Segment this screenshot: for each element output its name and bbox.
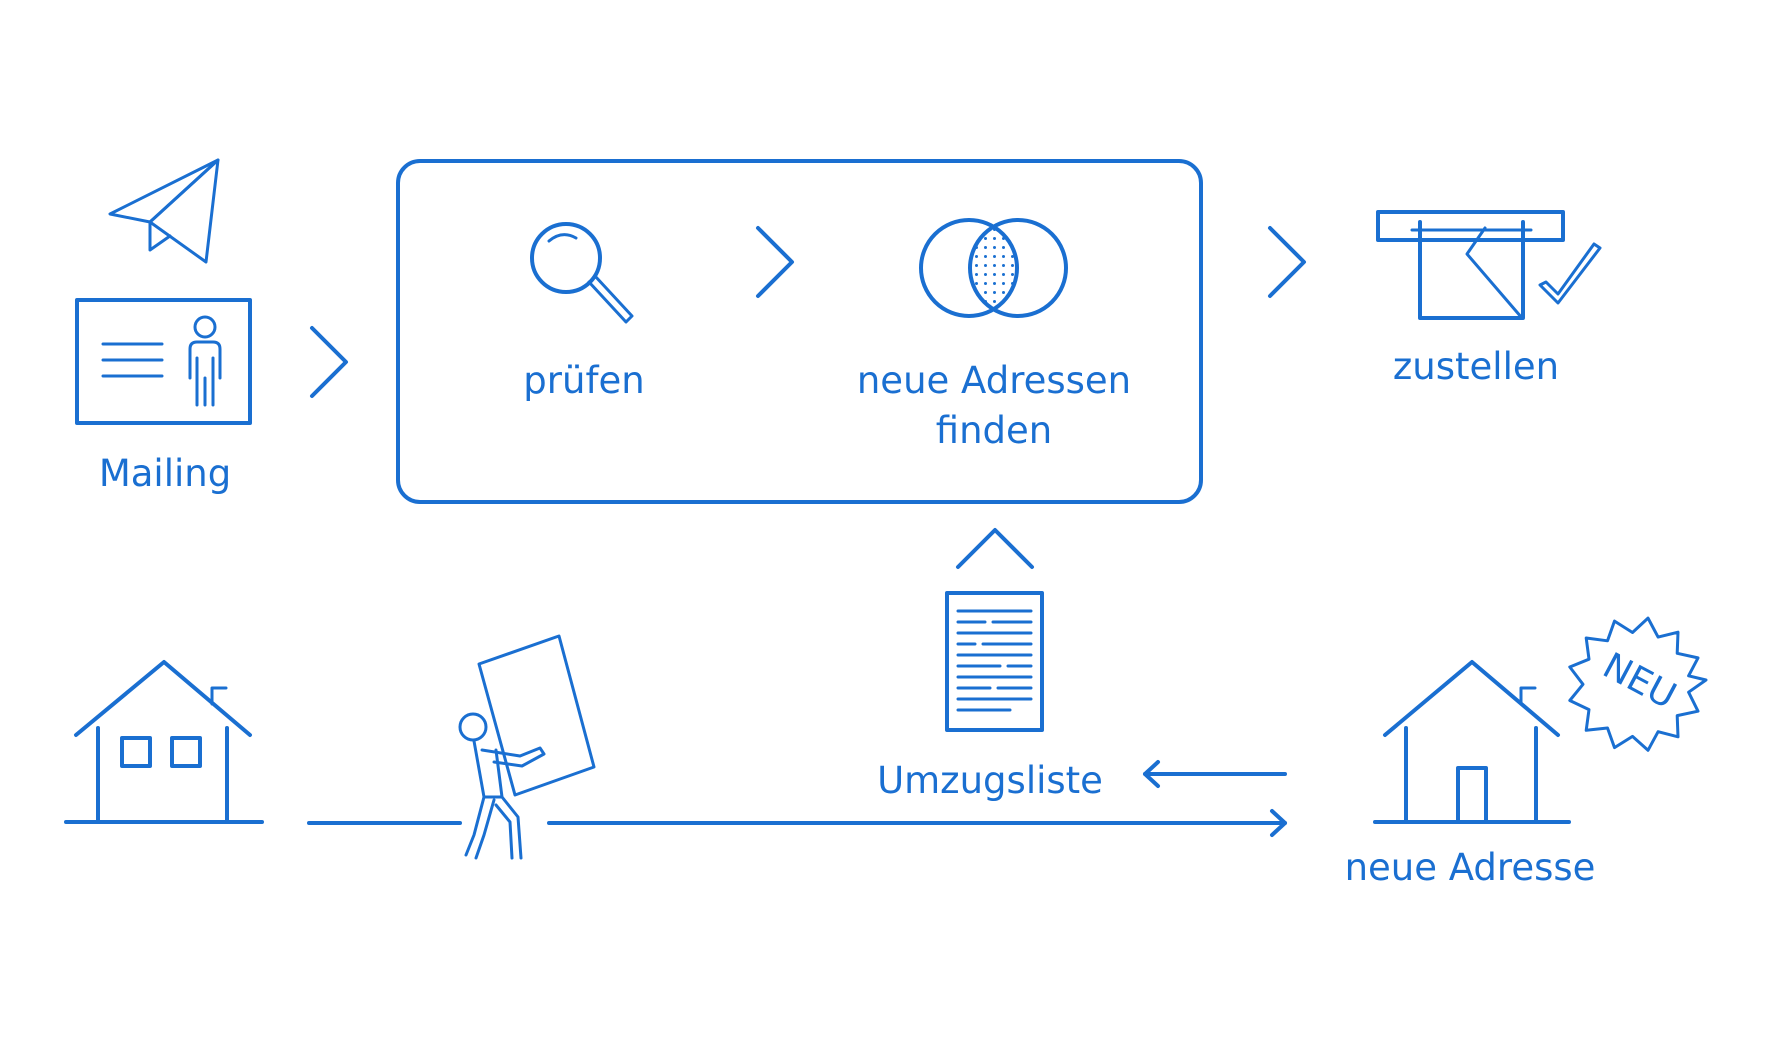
neue-adresse-label: neue Adresse xyxy=(1345,846,1596,889)
pruefen-label: prüfen xyxy=(523,359,644,402)
paper-plane-icon xyxy=(108,158,220,264)
chevron-right-icon xyxy=(756,226,794,298)
chevron-right-icon xyxy=(1268,226,1306,298)
neue-adressen-label-line1: neue Adressen xyxy=(857,359,1131,402)
mailbox-slot-icon xyxy=(1376,210,1565,320)
house-icon xyxy=(64,660,264,824)
new-badge-icon: NEU xyxy=(1568,616,1708,752)
new-house-icon xyxy=(1373,660,1571,824)
umzugsliste-label: Umzugsliste xyxy=(877,759,1103,802)
new-badge-label: NEU xyxy=(1596,645,1682,717)
process-box xyxy=(396,159,1203,504)
mailing-label: Mailing xyxy=(99,452,231,495)
arrow-right-icon xyxy=(547,809,1287,837)
id-card-icon xyxy=(75,298,252,425)
checkmark-icon xyxy=(1538,242,1602,305)
zustellen-label: zustellen xyxy=(1393,345,1559,388)
neue-adressen-label-line2: finden xyxy=(936,409,1052,452)
chevron-right-icon xyxy=(310,326,348,398)
mover-person-icon xyxy=(458,634,596,860)
chevron-up-icon xyxy=(956,528,1034,569)
arrow-left-icon xyxy=(1143,760,1287,788)
magnifier-icon xyxy=(530,222,634,324)
venn-overlap-icon xyxy=(919,218,1068,318)
list-document-icon xyxy=(945,591,1044,732)
